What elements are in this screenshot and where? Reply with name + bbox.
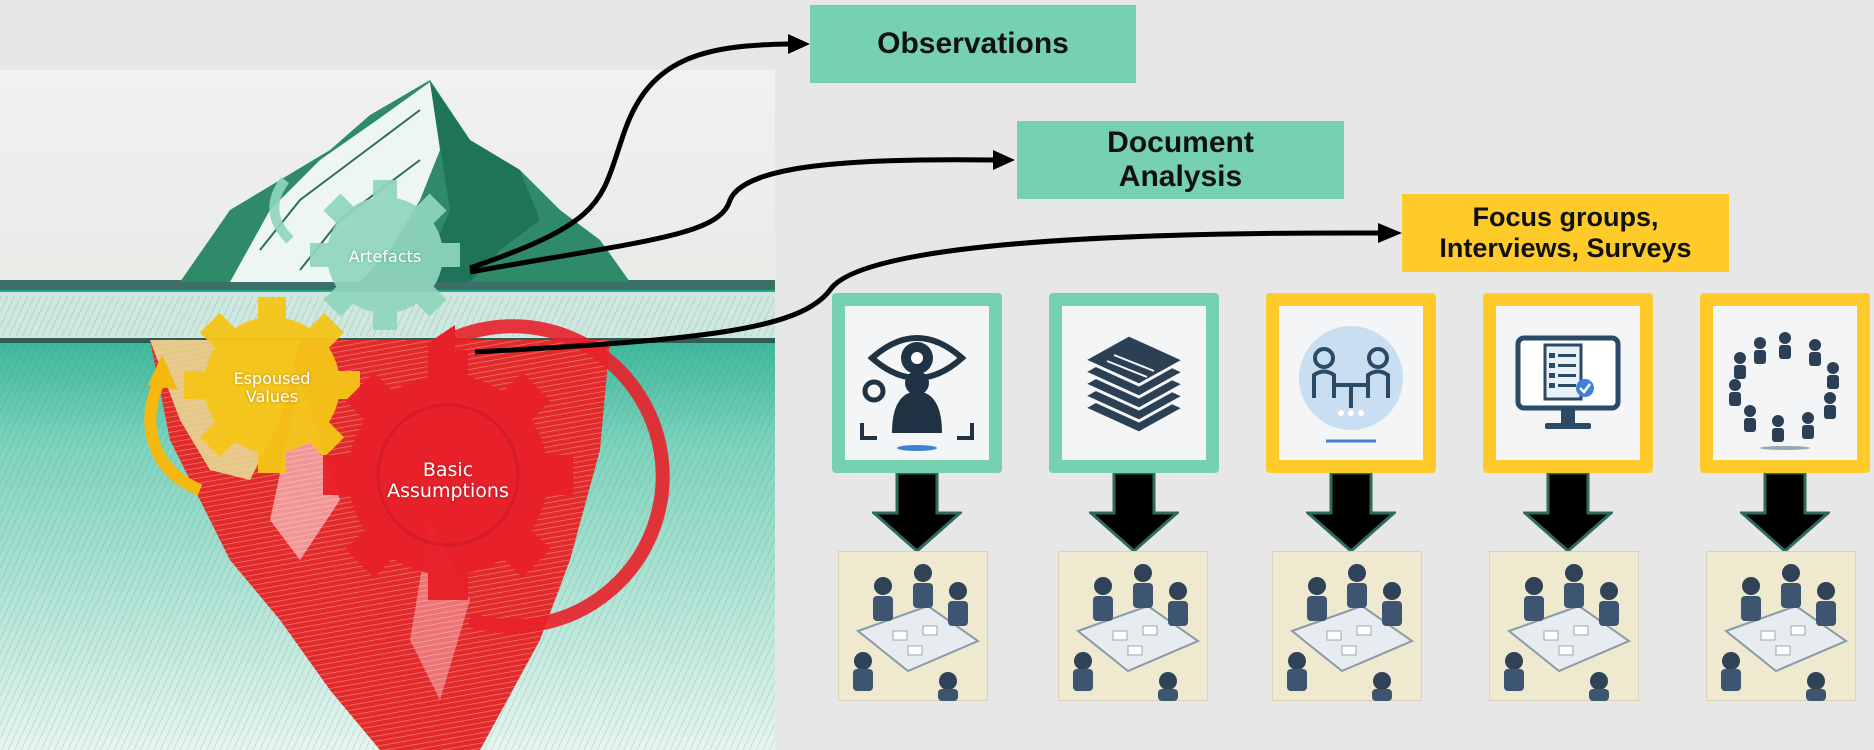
observer-frame: [832, 293, 1002, 473]
interview-icon: [1299, 326, 1403, 443]
iceberg-illustration: [0, 70, 775, 750]
meeting-table-image: [1287, 564, 1415, 701]
meeting-illustration-3: [1272, 551, 1422, 701]
observer-eye-icon: [860, 335, 974, 451]
down-arrow-1: [872, 473, 962, 553]
focus-group-circle-icon: [1729, 332, 1839, 450]
survey-monitor-icon: [1515, 335, 1621, 429]
meeting-illustration-2: [1058, 551, 1208, 701]
focus-group-frame: [1700, 293, 1870, 473]
interview-frame: [1266, 293, 1436, 473]
meeting-illustration-5: [1706, 551, 1856, 701]
document-analysis-box: Document Analysis: [1017, 121, 1344, 199]
basic-assumptions-label: Basic Assumptions: [387, 459, 509, 502]
basic-assumptions-gear: [323, 350, 573, 600]
down-arrow-3: [1306, 473, 1396, 553]
survey-frame: [1483, 293, 1653, 473]
meeting-table-image: [1721, 564, 1849, 701]
meeting-illustration-4: [1489, 551, 1639, 701]
down-arrow-2: [1089, 473, 1179, 553]
observations-box: Observations: [810, 5, 1136, 83]
documents-frame: [1049, 293, 1219, 473]
focus-groups-box: Focus groups, Interviews, Surveys: [1402, 194, 1729, 272]
down-arrow-5: [1740, 473, 1830, 553]
espoused-values-label: Espoused Values: [233, 369, 311, 406]
meeting-table-image: [1504, 564, 1632, 701]
down-arrow-4: [1523, 473, 1613, 553]
espoused-values-gear: [184, 297, 360, 473]
meeting-illustration-1: [838, 551, 988, 701]
meeting-table-image: [1073, 564, 1201, 701]
artefacts-gear: [310, 180, 460, 330]
document-stack-icon: [1080, 333, 1188, 435]
meeting-table-image: [853, 564, 981, 701]
artefacts-label: Artefacts: [348, 247, 422, 266]
